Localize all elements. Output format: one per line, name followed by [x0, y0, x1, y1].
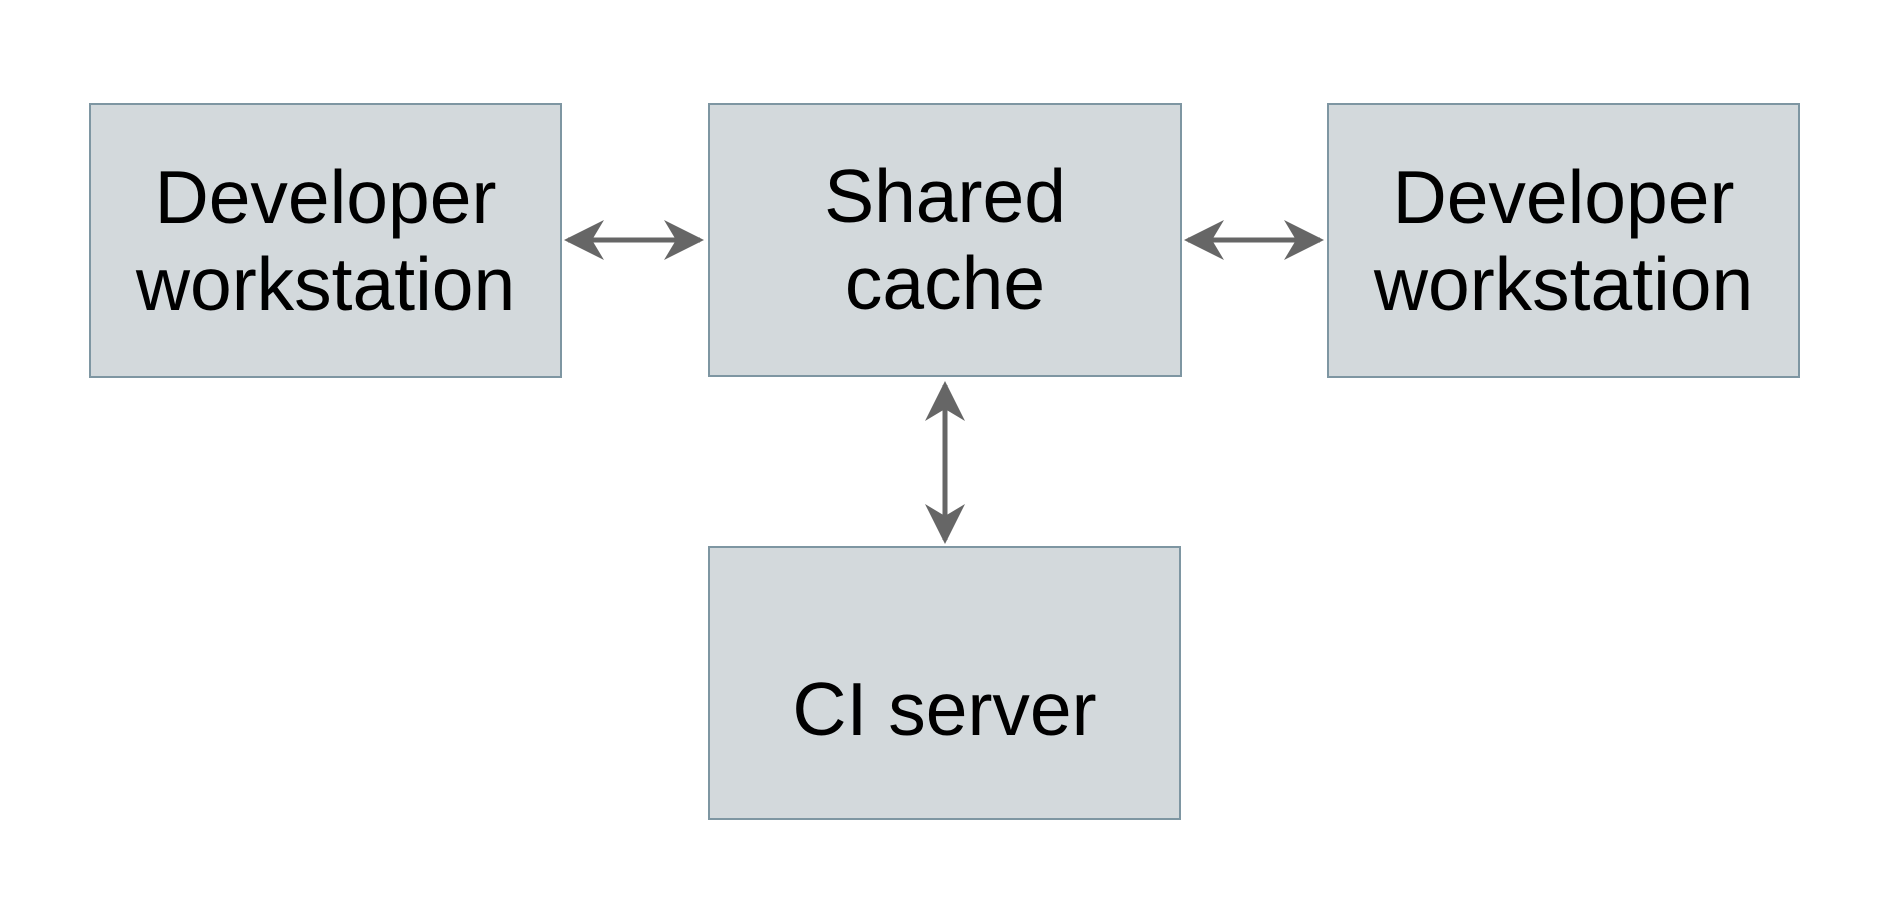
node-label-shared-cache: Shared cache [824, 154, 1066, 325]
node-label-developer-workstation-right: Developer workstation [1373, 154, 1754, 326]
node-ci-server: CI server [708, 546, 1181, 820]
node-developer-workstation-left: Developer workstation [89, 103, 562, 378]
node-shared-cache: Shared cache [708, 103, 1182, 377]
node-label-ci-server: CI server [792, 666, 1097, 751]
node-label-developer-workstation-left: Developer workstation [135, 154, 516, 326]
node-developer-workstation-right: Developer workstation [1327, 103, 1800, 378]
